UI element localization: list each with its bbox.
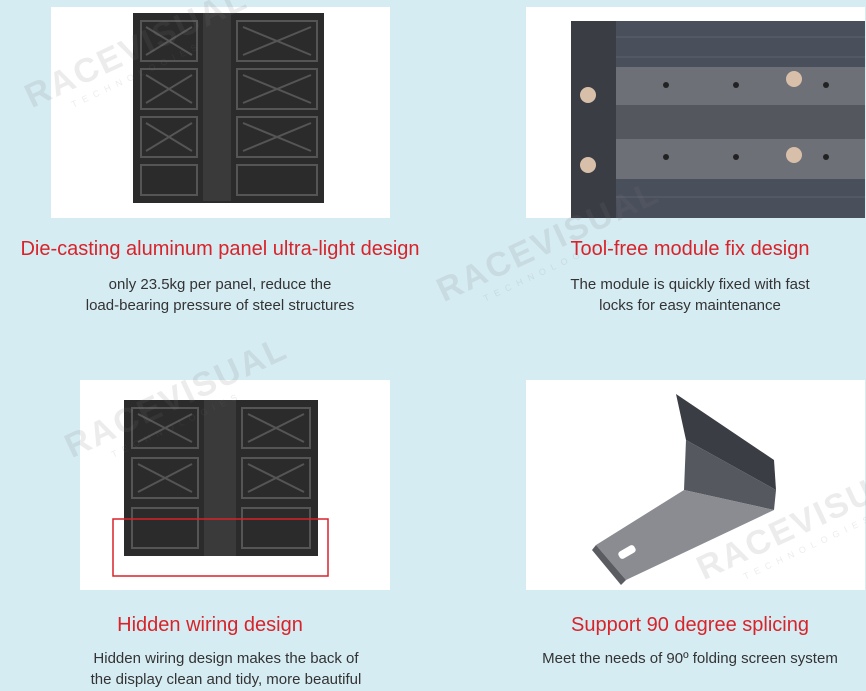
- rear-panel-graphic: [133, 13, 324, 203]
- feature-description: The module is quickly fixed with fast lo…: [570, 276, 810, 314]
- wiring-highlight-box: [112, 518, 329, 577]
- module-lock-graphic: [571, 21, 865, 218]
- ninety-degree-graphic: [592, 394, 776, 585]
- ninety-degree-image: [526, 380, 865, 590]
- feature-description: only 23.5kg per panel, reduce the load-b…: [85, 276, 355, 314]
- hidden-wiring-graphic: [112, 400, 329, 577]
- feature-title: Die-casting aluminum panel ultra-light d…: [20, 238, 420, 260]
- feature-title: Support 90 degree splicing: [571, 614, 809, 636]
- module-lock-image: [526, 7, 865, 218]
- hidden-wiring-image: [80, 380, 390, 590]
- feature-title: Hidden wiring design: [117, 614, 303, 636]
- rear-panel-image: [51, 7, 390, 218]
- feature-description: Meet the needs of 90º folding screen sys…: [542, 650, 838, 667]
- feature-title: Tool-free module fix design: [570, 238, 810, 260]
- feature-description: Hidden wiring design makes the back of t…: [90, 650, 362, 688]
